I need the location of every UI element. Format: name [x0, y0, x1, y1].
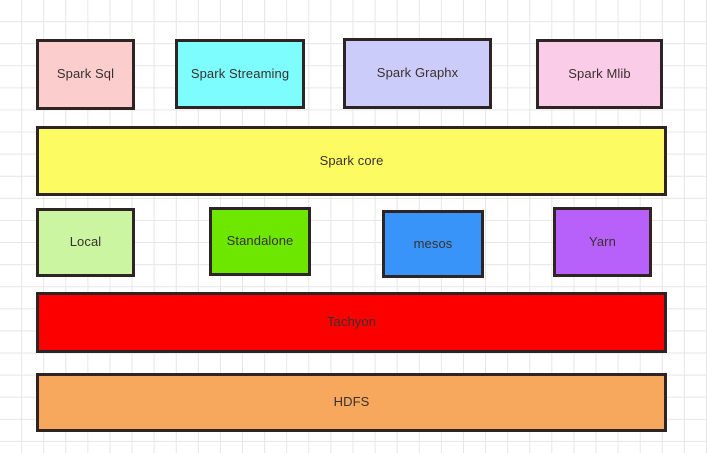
node-tachyon[interactable]: Tachyon — [36, 292, 667, 353]
node-label: Spark core — [319, 152, 384, 168]
node-spark-sql[interactable]: Spark Sql — [36, 39, 135, 110]
node-label: Spark Mlib — [568, 65, 631, 81]
node-spark-core[interactable]: Spark core — [36, 126, 667, 196]
node-label: Local — [69, 234, 102, 250]
node-label: Yarn — [589, 233, 616, 249]
node-label: Spark Streaming — [190, 65, 290, 81]
node-label: Spark Graphx — [376, 65, 459, 81]
node-spark-graphx[interactable]: Spark Graphx — [343, 38, 492, 109]
node-label: Spark Sql — [56, 66, 115, 82]
node-spark-mlib[interactable]: Spark Mlib — [536, 39, 663, 109]
node-mesos[interactable]: mesos — [382, 210, 484, 278]
node-local[interactable]: Local — [36, 208, 135, 277]
node-label: Standalone — [226, 233, 294, 249]
node-spark-streaming[interactable]: Spark Streaming — [175, 39, 305, 109]
node-label: mesos — [413, 235, 453, 251]
node-hdfs[interactable]: HDFS — [36, 373, 667, 432]
node-label: HDFS — [333, 394, 370, 410]
node-label: Tachyon — [326, 314, 377, 330]
node-standalone[interactable]: Standalone — [209, 207, 311, 276]
node-yarn[interactable]: Yarn — [553, 207, 652, 277]
